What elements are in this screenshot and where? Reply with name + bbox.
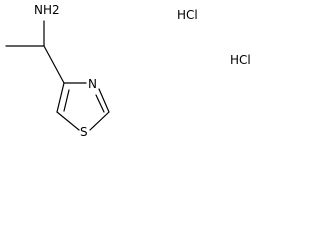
ring-bond-s1-c5 — [56, 111, 80, 131]
chemical-structure-diagram: NH2 N S HCl HCl — [5, 3, 251, 139]
hcl-label-2: HCl — [230, 53, 251, 67]
ring-nitrogen-label: N — [88, 77, 97, 91]
hcl-label-1: HCl — [177, 8, 198, 22]
ring-bond-c2-s1 — [89, 111, 110, 131]
ch-to-ring-bond — [43, 45, 65, 84]
amine-label: NH2 — [34, 3, 60, 17]
ring-bond-n3-c2 — [98, 88, 110, 113]
ring-sulfur-label: S — [80, 125, 88, 139]
double-bond-n3-c2-inner — [95, 94, 105, 113]
double-bond-c4-c5-inner — [63, 89, 70, 112]
ring-bond-c5-c4 — [56, 82, 65, 113]
